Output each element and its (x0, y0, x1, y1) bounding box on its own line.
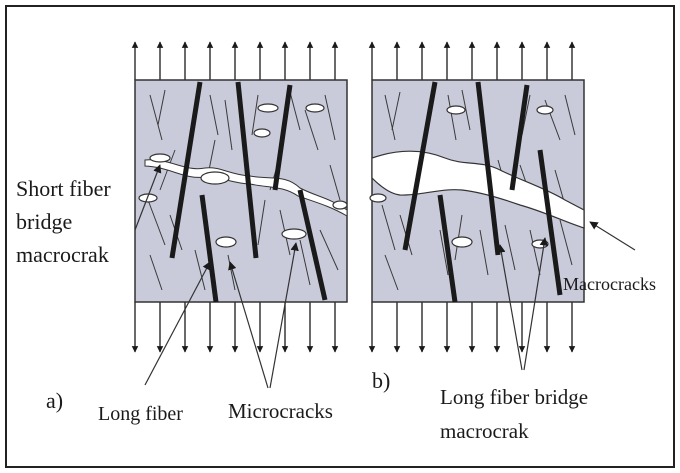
outer-frame (5, 5, 675, 468)
label-long-fiber-bridge-1: Long fiber bridge (440, 385, 588, 409)
tension-arrows-bottom-a (131, 302, 339, 353)
callout-long-fiber-bridge-1 (497, 244, 523, 371)
tension-arrows-bottom-b (368, 302, 576, 353)
callout-microcrack-2 (269, 242, 299, 389)
callout-macrocracks (589, 221, 636, 251)
callout-short-fiber (134, 164, 162, 231)
labels: Short fiber bridge macrocrak a) Long fib… (16, 176, 656, 443)
microcracks-a (138, 103, 348, 248)
panel-b (368, 41, 585, 353)
label-macrocracks: Macrocracks (563, 274, 656, 294)
callout-microcrack-1 (228, 261, 269, 389)
panel-a (131, 41, 348, 353)
label-short-fiber-1: Short fiber (16, 176, 111, 201)
macrocrack-b (371, 150, 585, 229)
label-short-fiber-2: bridge (16, 209, 72, 234)
label-long-fiber: Long fiber (98, 403, 183, 425)
label-short-fiber-3: macrocrak (16, 242, 109, 267)
callout-long-fiber (144, 261, 211, 386)
label-panel-a: a) (46, 388, 63, 413)
label-microcracks: Microcracks (228, 399, 333, 423)
callout-long-fiber-bridge-2 (523, 237, 548, 371)
long-fibers-a (169, 81, 328, 303)
label-long-fiber-bridge-2: macrocrak (440, 419, 529, 443)
tension-arrows-top-a (131, 41, 339, 80)
label-panel-b: b) (372, 368, 390, 393)
callout-lines (134, 164, 636, 389)
tension-arrows-top-b (368, 41, 576, 80)
long-fibers-b (402, 81, 563, 303)
